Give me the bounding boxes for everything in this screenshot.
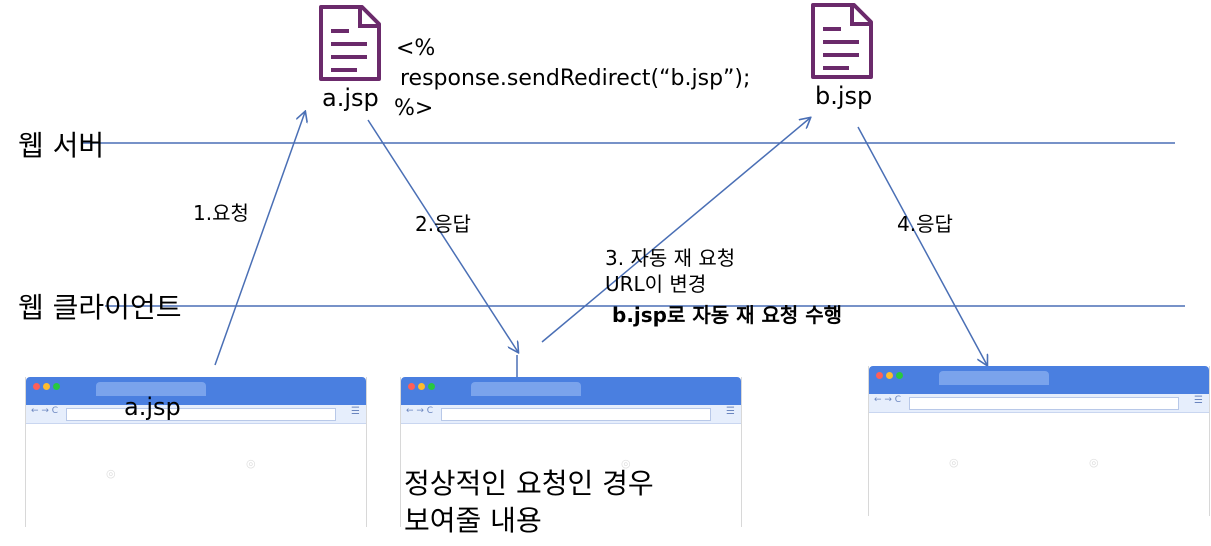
code-statement: response.sendRedirect(“b.jsp”); (400, 66, 751, 91)
step-response-2: 4.응답 (897, 212, 953, 236)
code-open: <% (396, 36, 436, 61)
nav-arrows-icon: ← → C (874, 395, 902, 405)
address-bar (441, 408, 711, 421)
maximize-dot (896, 372, 903, 379)
document-icon (811, 3, 873, 79)
step-url-changed: URL이 변경 (605, 272, 707, 296)
menu-icon: ☰ (351, 406, 360, 417)
address-bar (66, 408, 336, 421)
caption-line-2: 보여줄 내용 (404, 504, 542, 537)
watermark-icon: ◎ (246, 457, 256, 470)
step-auto-exec: b.jsp로 자동 재 요청 수행 (612, 303, 843, 327)
address-bar (909, 397, 1179, 410)
watermark-icon: ◎ (106, 467, 116, 480)
minimize-dot (418, 383, 425, 390)
browser-toolbar: ← → C ☰ (26, 405, 366, 424)
step-request: 1.요청 (193, 201, 249, 225)
step-response-1: 2.응답 (415, 212, 471, 236)
step-auto-request: 3. 자동 재 요청 (605, 246, 736, 270)
browser-window-result: ← → C ☰ ◎ ◎ (868, 366, 1210, 516)
browser-tab (471, 382, 581, 396)
file-label-a: a.jsp (322, 84, 379, 112)
nav-arrows-icon: ← → C (31, 406, 59, 416)
browser-tab (939, 371, 1049, 385)
nav-arrows-icon: ← → C (406, 406, 434, 416)
close-dot (33, 383, 40, 390)
document-icon (319, 5, 381, 81)
browser-window-client: ← → C ☰ ◎ ◎ (25, 377, 367, 527)
minimize-dot (43, 383, 50, 390)
browser-title-bar (401, 377, 741, 405)
arrow-response-2 (857, 126, 987, 365)
arrow-auto-request (541, 118, 810, 343)
arrow-response-1 (367, 119, 518, 352)
minimize-dot (886, 372, 893, 379)
code-close: %> (394, 96, 434, 121)
file-label-b: b.jsp (815, 82, 873, 110)
lane-label-client: 웹 클라이언트 (18, 291, 182, 324)
watermark-icon: ◎ (621, 457, 631, 470)
lane-label-server: 웹 서버 (18, 129, 105, 162)
browser-title-bar (869, 366, 1209, 394)
watermark-icon: ◎ (949, 456, 959, 469)
browser-title-bar (26, 377, 366, 405)
menu-icon: ☰ (726, 406, 735, 417)
maximize-dot (53, 383, 60, 390)
caption-line-1: 정상적인 요청인 경우 (404, 467, 654, 500)
browser-toolbar: ← → C ☰ (869, 394, 1209, 413)
watermark-icon: ◎ (1089, 456, 1099, 469)
browser-address-text: a.jsp (124, 393, 181, 421)
browser-tab (96, 382, 206, 396)
close-dot (408, 383, 415, 390)
arrow-request (214, 112, 305, 366)
browser-toolbar: ← → C ☰ (401, 405, 741, 424)
close-dot (876, 372, 883, 379)
menu-icon: ☰ (1194, 395, 1203, 406)
browser-window-middle: ← → C ☰ ◎ (400, 377, 742, 527)
maximize-dot (428, 383, 435, 390)
